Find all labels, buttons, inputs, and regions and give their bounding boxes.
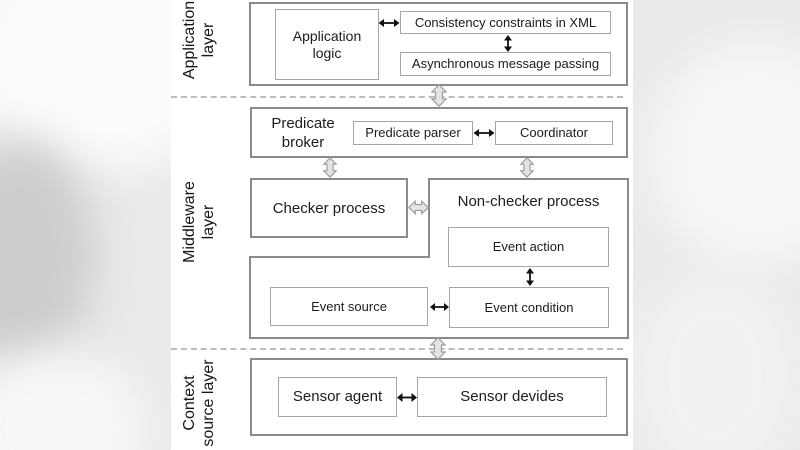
bidir-arrow-action-condition-icon [526, 268, 534, 286]
background-blob [0, 350, 145, 450]
bidir-arrow-source-condition-icon [430, 303, 449, 311]
checker-process-box: Checker process [250, 178, 408, 238]
event-action-box: Event action [448, 227, 609, 267]
predicate-parser-box: Predicate parser [353, 121, 473, 145]
event-condition-box: Event condition [449, 287, 609, 328]
coordinator-box: Coordinator [495, 121, 613, 145]
bidir-arrow-logic-consistency-icon [378, 19, 400, 27]
non-checker-process-label: Non-checker process [457, 193, 600, 210]
background-blob [0, 140, 95, 370]
broker-checker-arrow-icon [323, 157, 337, 178]
bidir-arrow-parser-coordinator-icon [473, 129, 495, 137]
background-blob [630, 270, 800, 450]
sensor-devices-box: Sensor devides [417, 377, 607, 417]
layer-connector-arrow-bottom-icon [430, 337, 446, 360]
application-layer-label: Application layer [181, 0, 217, 80]
async-message-passing-box: Asynchronous message passing [400, 52, 611, 76]
layer-connector-arrow-top-icon [431, 84, 447, 107]
layer-separator-top [171, 96, 623, 98]
layer-separator-bottom [171, 348, 623, 350]
broker-nonchecker-arrow-icon [520, 157, 534, 178]
event-source-box: Event source [270, 287, 428, 326]
background-blob [650, 40, 800, 270]
consistency-constraints-box: Consistency constraints in XML [400, 11, 611, 34]
bidir-arrow-agent-devices-icon [397, 393, 417, 402]
sensor-agent-box: Sensor agent [278, 377, 397, 417]
checker-nonchecker-arrow-icon [408, 200, 429, 215]
application-logic-box: Application logic [275, 9, 379, 80]
bidir-arrow-consistency-async-icon [504, 35, 512, 52]
middleware-layer-label: Middleware layer [181, 181, 217, 263]
predicate-broker-label: Predicate broker [271, 115, 335, 151]
context-source-layer-label: Context source layer [181, 359, 217, 447]
